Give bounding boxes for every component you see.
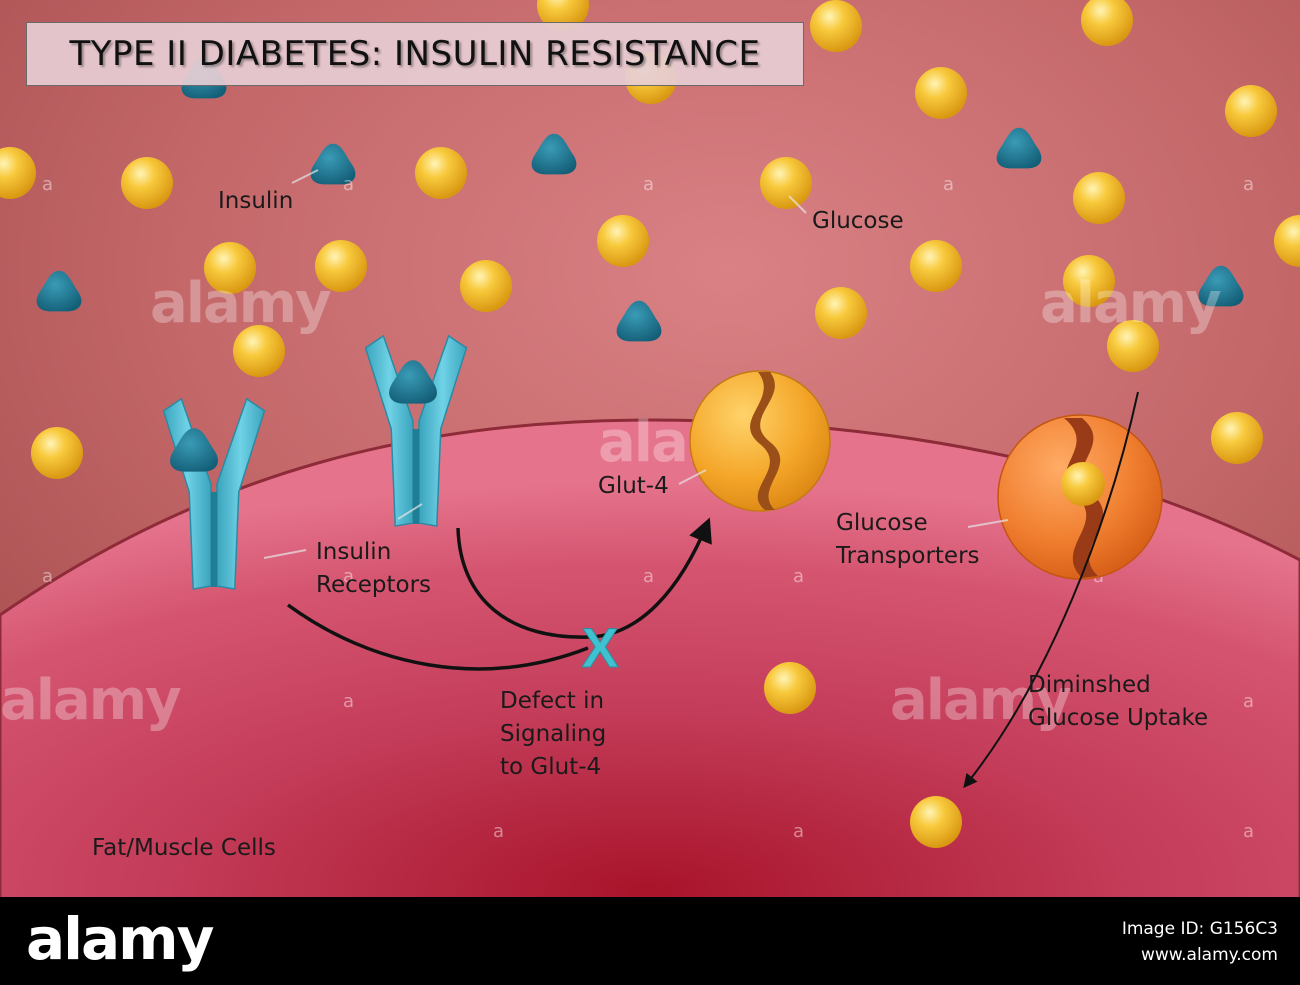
leader-line: [263, 549, 307, 559]
watermark-mark: a: [343, 566, 354, 587]
watermark-mark: a: [42, 174, 53, 195]
glucose-molecule: [460, 260, 512, 312]
footer-bar: alamy Image ID: G156C3 www.alamy.com: [0, 897, 1300, 985]
glucose-molecule: [121, 157, 173, 209]
watermark-mark: a: [1243, 174, 1254, 195]
glucose-molecule: [315, 240, 367, 292]
glucose-molecule: [815, 287, 867, 339]
label-cells: Fat/Muscle Cells: [92, 835, 276, 861]
glucose-transporter-open: [997, 414, 1163, 580]
watermark-mark: a: [1243, 821, 1254, 842]
leader-line: [397, 503, 423, 520]
watermark-mark: a: [493, 821, 504, 842]
glucose-molecule: [1107, 320, 1159, 372]
signal-path-left: [286, 603, 589, 671]
glucose-molecule: [204, 242, 256, 294]
label-defect-line3: to Glut-4: [500, 754, 601, 780]
watermark-mark: a: [343, 691, 354, 712]
glucose-molecule: [1274, 215, 1300, 267]
leader-line: [291, 169, 319, 184]
glucose-molecule-intracellular: [764, 662, 816, 714]
watermark-mark: a: [643, 174, 654, 195]
label-defect-line1: Defect in: [500, 688, 604, 714]
glucose-molecule: [0, 147, 36, 199]
labels: Insulin Glucose Glut-4 Insulin Receptors…: [92, 188, 1208, 861]
label-glut4: Glut-4: [598, 473, 669, 499]
label-glucose: Glucose: [812, 208, 904, 234]
watermark-text: alamy: [150, 271, 331, 336]
watermark-text: alamy: [890, 668, 1071, 733]
label-diminished-line2: Glucose Uptake: [1028, 705, 1208, 731]
watermark-mark: a: [643, 566, 654, 587]
defect-marker-icon: X: [581, 616, 618, 679]
watermark-text: alamy: [0, 668, 181, 733]
footer-site: www.alamy.com: [1140, 945, 1278, 965]
glucose-molecule: [1061, 462, 1105, 506]
glucose-molecule: [915, 67, 967, 119]
leader-lines: [263, 169, 1009, 559]
watermark-mark: a: [793, 821, 804, 842]
glucose-molecule: [1081, 0, 1133, 46]
glucose-molecule: [1063, 255, 1115, 307]
title-box: TYPE II DIABETES: INSULIN RESISTANCE: [26, 22, 804, 86]
watermark-mark: a: [42, 566, 53, 587]
label-insulin-receptors-line2: Receptors: [316, 572, 431, 598]
glucose-molecule: [760, 157, 812, 209]
leader-line: [967, 519, 1009, 528]
label-diminished-line1: Diminshed: [1028, 672, 1151, 698]
signal-arrow-to-glut4: [456, 517, 712, 639]
glucose-molecule: [31, 427, 83, 479]
label-glucose-transporters-line2: Transporters: [835, 543, 980, 569]
leader-line: [788, 195, 807, 214]
watermark-mark: a: [793, 566, 804, 587]
label-defect-line2: Signaling: [500, 721, 606, 747]
uptake-arrow: [963, 391, 1139, 789]
glucose-molecule: [1211, 412, 1263, 464]
glucose-molecule: [415, 147, 467, 199]
watermark-mark: a: [943, 174, 954, 195]
label-glucose-transporters-line1: Glucose: [836, 510, 928, 536]
diagram-title: TYPE II DIABETES: INSULIN RESISTANCE: [69, 34, 761, 74]
leader-line: [678, 469, 707, 485]
watermark-mark: a: [1243, 691, 1254, 712]
glucose-molecule: [597, 215, 649, 267]
glucose-molecule-intracellular: [910, 796, 962, 848]
glucose-molecule: [1073, 172, 1125, 224]
footer-logo: alamy: [26, 905, 214, 973]
glucose-molecule: [1225, 85, 1277, 137]
glucose-molecule: [810, 0, 862, 52]
watermark-mark: a: [343, 174, 354, 195]
label-insulin-receptors-line1: Insulin: [316, 539, 391, 565]
watermark-text: alamy: [1040, 271, 1221, 336]
glucose-molecule: [233, 325, 285, 377]
label-insulin: Insulin: [218, 188, 293, 214]
footer-image-id: Image ID: G156C3: [1121, 919, 1278, 939]
glucose-molecule: [910, 240, 962, 292]
glut4-transporter-closed: [689, 370, 831, 512]
